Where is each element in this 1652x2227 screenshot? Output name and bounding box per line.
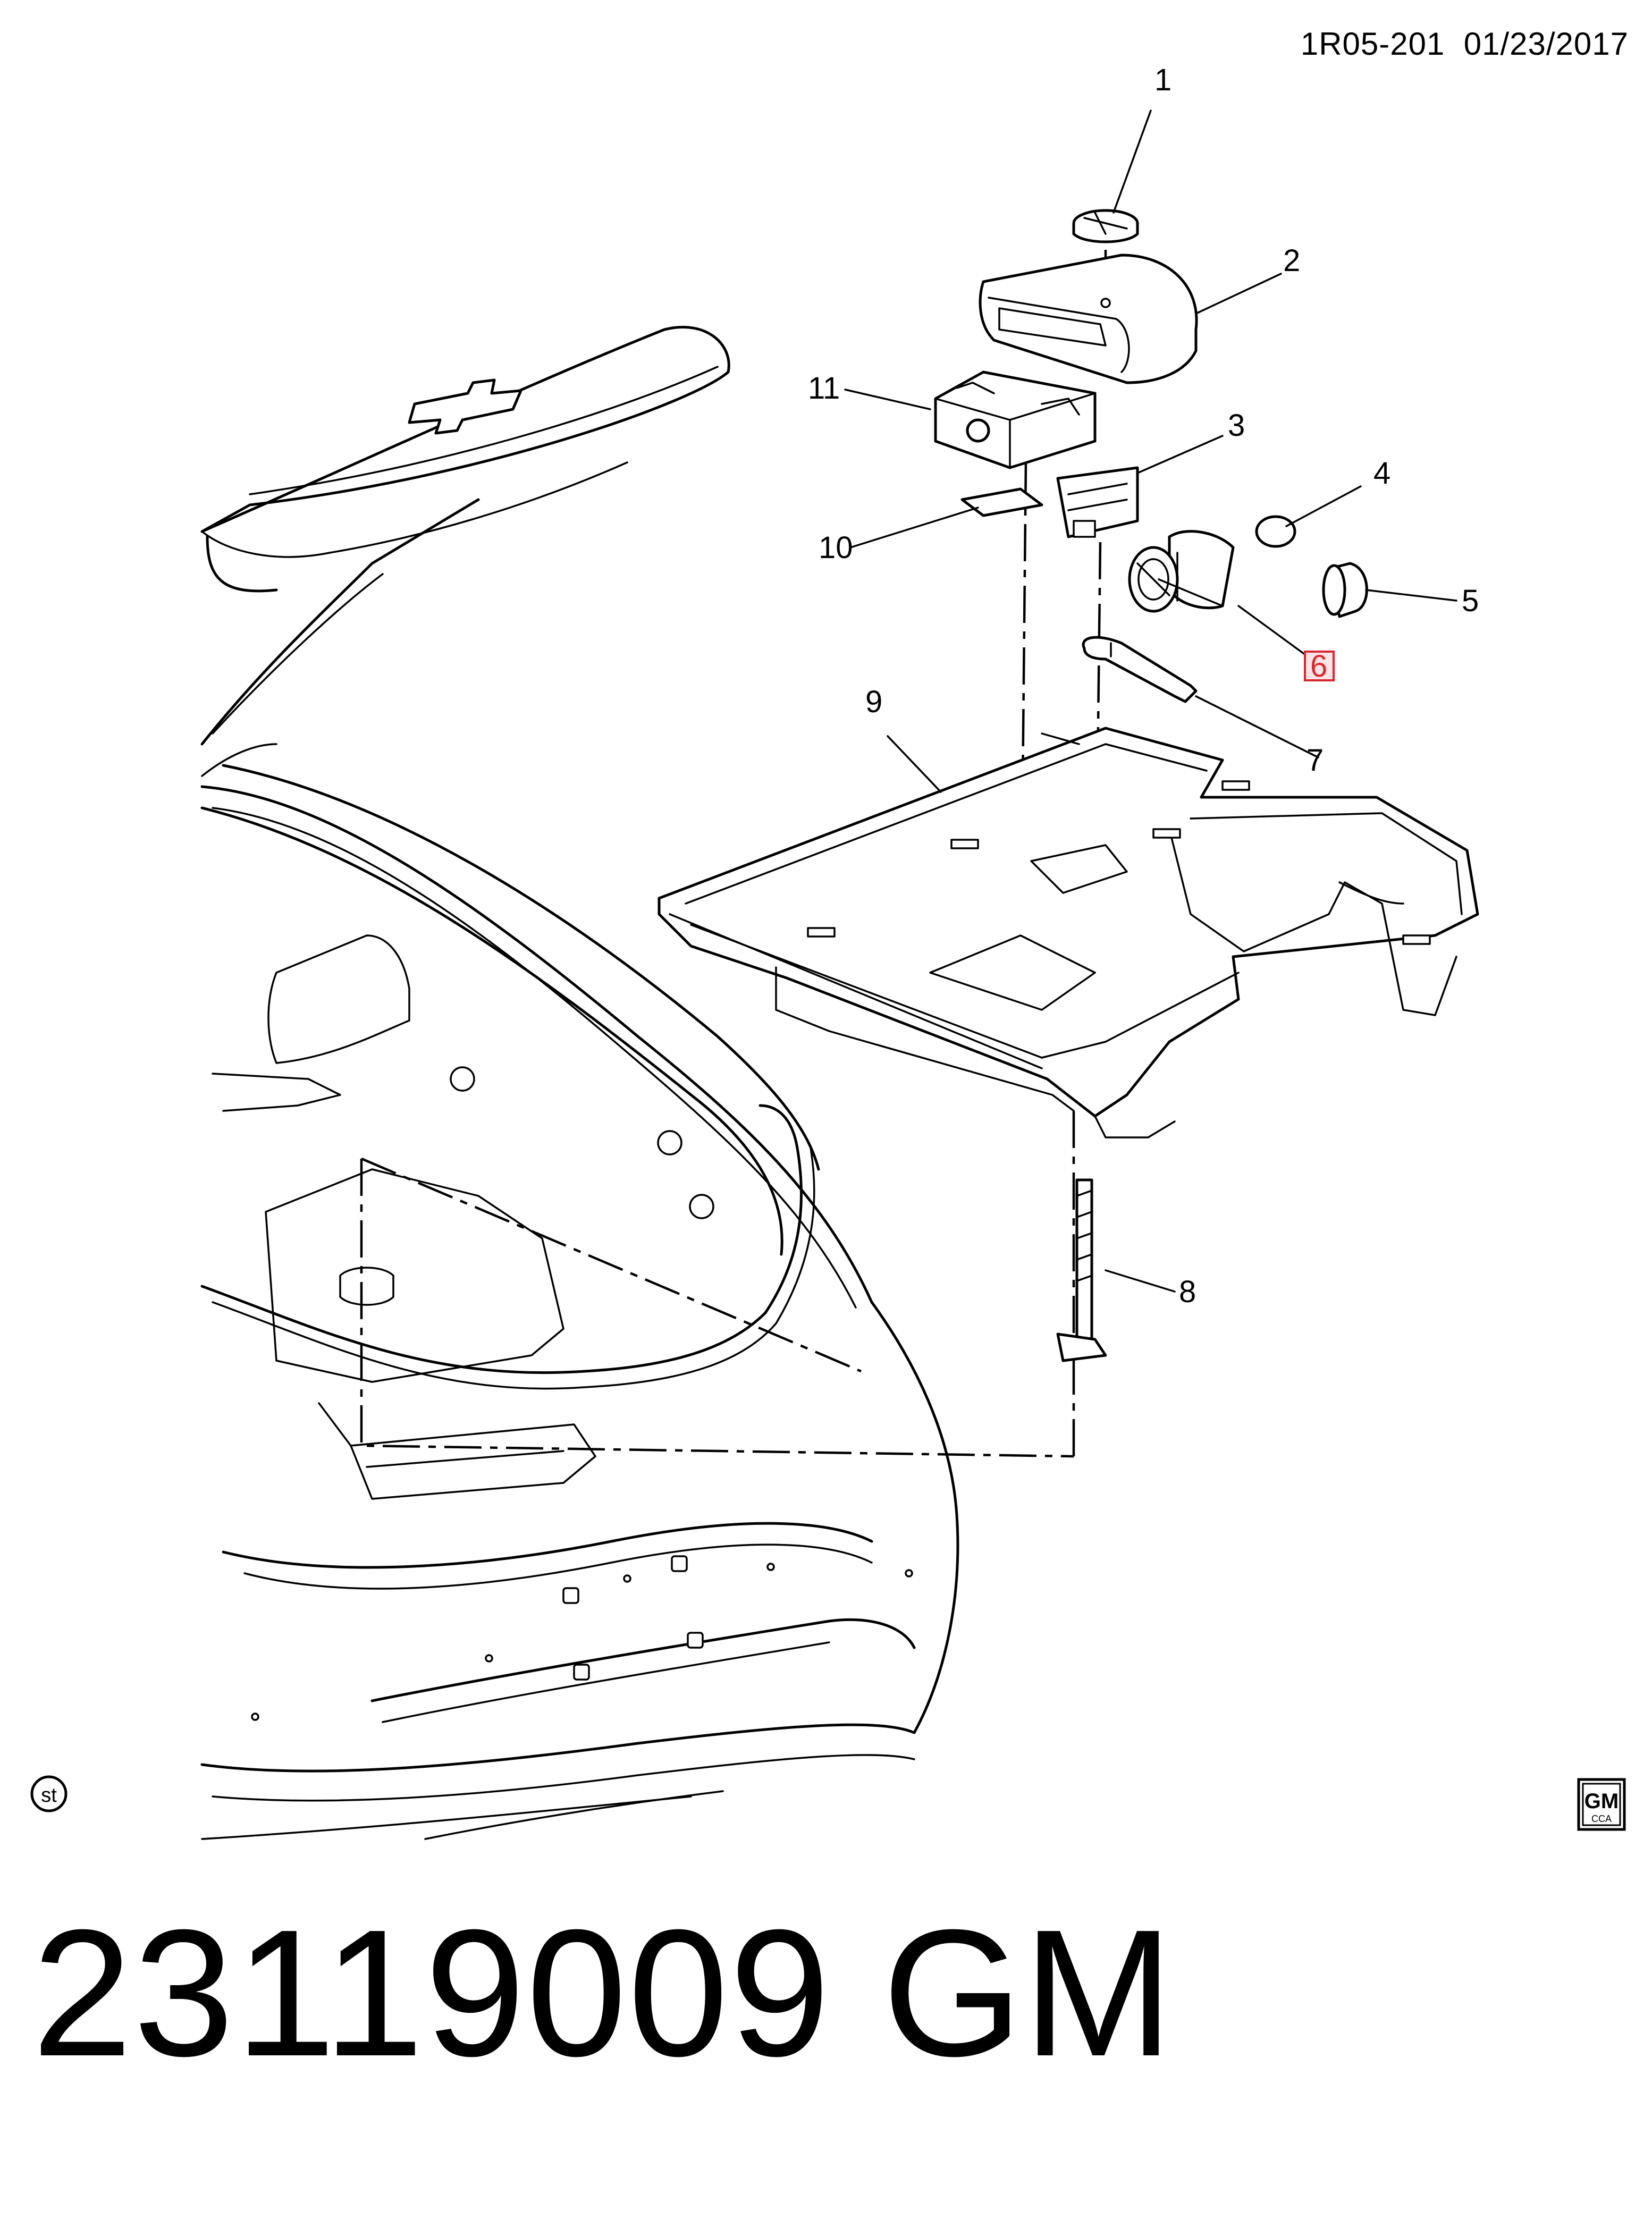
part-10-label xyxy=(960,487,1043,517)
callout-8: 8 xyxy=(1179,1275,1196,1309)
callout-7: 7 xyxy=(1307,743,1324,778)
diagram-date: 01/23/2017 xyxy=(1463,26,1629,62)
gm-logo-text: GM xyxy=(1584,1790,1619,1813)
part-2-cover xyxy=(979,254,1198,384)
part-number: 23119009 xyxy=(32,1892,831,2094)
reference-line-1 xyxy=(360,1159,1074,1458)
callout-1: 1 xyxy=(1154,63,1171,97)
part-brand: GM xyxy=(882,1892,1174,2094)
part-11-kit-box xyxy=(934,370,1097,469)
callout-9: 9 xyxy=(865,685,882,719)
chevrolet-emblem-icon xyxy=(408,378,522,435)
callout-5: 5 xyxy=(1462,584,1479,618)
part-5-sleeve xyxy=(1322,562,1368,618)
part-6-compressor xyxy=(1128,530,1235,613)
diagram-header: 1R05-201 01/23/2017 xyxy=(1301,26,1629,62)
part-3-retainer xyxy=(1056,466,1139,538)
vehicle-rear-illustration xyxy=(200,326,959,1840)
callout-11: 11 xyxy=(808,371,840,406)
part-8-hold-down-bolt xyxy=(1056,1178,1107,1362)
part-4-o-ring xyxy=(1255,515,1296,548)
gm-logo-subtext: CCA xyxy=(1591,1813,1612,1824)
part-7-jack-handle xyxy=(1082,636,1198,703)
callout-3: 3 xyxy=(1228,408,1245,443)
st-badge: st xyxy=(30,1775,68,1812)
callout-numbers: 1 2 3 4 5 6 7 8 9 10 11 xyxy=(808,63,1479,1309)
leader-lines xyxy=(844,109,1457,1293)
callout-6: 6 xyxy=(1310,649,1327,684)
reference-line-2 xyxy=(361,1157,862,1373)
part-1-cap xyxy=(1072,209,1139,243)
diagram-id: 1R05-201 xyxy=(1300,26,1445,62)
gm-logo-icon: GM CCA xyxy=(1577,1778,1626,1831)
st-badge-label: st xyxy=(41,1784,57,1807)
callout-4: 4 xyxy=(1373,456,1390,491)
callout-10: 10 xyxy=(819,530,853,565)
callout-6-highlight-box xyxy=(1304,651,1335,681)
callout-2: 2 xyxy=(1283,243,1300,278)
part-9-storage-tray xyxy=(658,727,1479,1138)
